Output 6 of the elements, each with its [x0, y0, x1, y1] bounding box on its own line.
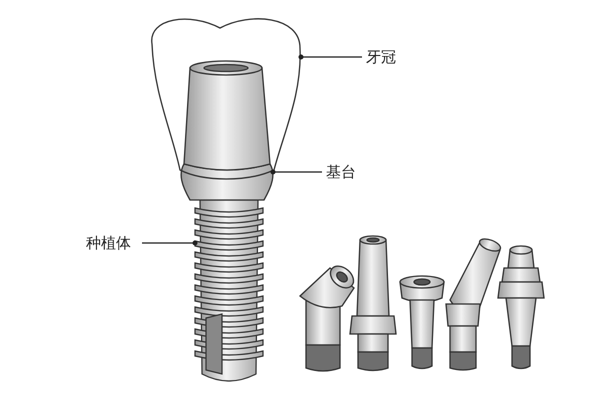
leader-line: [298, 54, 362, 60]
part-label: 种植体: [86, 234, 131, 252]
part-label: 基台: [326, 163, 356, 181]
part-label: 牙冠: [366, 48, 396, 66]
leader-line: [142, 240, 198, 246]
leader-line: [270, 170, 322, 174]
